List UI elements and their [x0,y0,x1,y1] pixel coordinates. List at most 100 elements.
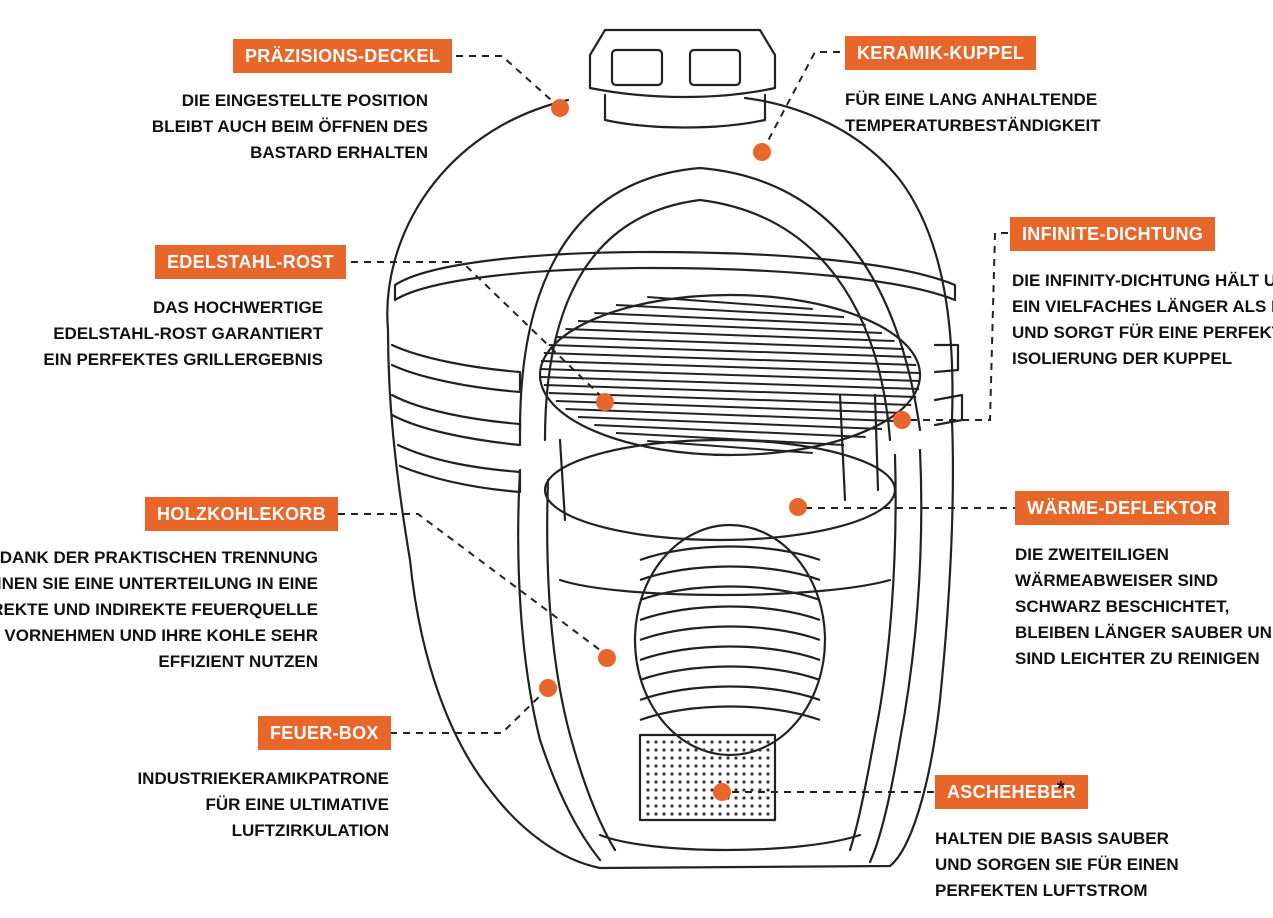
mesh-hole [726,748,730,752]
mesh-hole [654,756,658,760]
marker-praezisions-deckel [551,99,569,117]
mesh-hole [758,796,762,800]
grate-bar [577,416,883,430]
basket-bars [639,545,821,722]
grate-bar [615,432,845,446]
mesh-hole [718,804,722,808]
leader-praezisions-deckel [430,55,561,109]
mesh-hole [662,804,666,808]
mesh-hole [742,772,746,776]
mesh-hole [694,804,698,808]
body-cutaway-inner-left [546,478,617,852]
mesh-hole [678,812,682,816]
basket-bar [639,625,821,642]
mesh-hole [758,764,762,768]
mesh-hole [750,796,754,800]
grate-bar [594,424,866,438]
mesh-hole [718,740,722,744]
mesh-hole [758,804,762,808]
mesh-hole [678,804,682,808]
mesh-hole [718,748,722,752]
mesh-hole [686,772,690,776]
mesh-hole [646,804,650,808]
mesh-hole [742,796,746,800]
mesh-hole [686,780,690,784]
mesh-hole [726,764,730,768]
mesh-hole [662,780,666,784]
mesh-hole [646,780,650,784]
charcoal-basket [633,523,827,757]
mesh-hole [654,780,658,784]
mesh-hole [742,804,746,808]
mesh-hole [678,772,682,776]
mesh-hole [646,796,650,800]
leader-keramik-kuppel [761,51,840,153]
mesh-hole [742,740,746,744]
basket-bar [639,565,821,582]
grate-bar [539,368,921,382]
mesh-hole [758,756,762,760]
mesh-hole [702,756,706,760]
grate-bar [565,328,895,342]
mesh-hole [662,812,666,816]
mesh-hole [694,740,698,744]
mesh-hole [742,812,746,816]
mesh-hole [670,756,674,760]
mesh-hole [726,772,730,776]
mesh-hole [750,748,754,752]
mesh-hole [734,788,738,792]
mesh-hole [750,740,754,744]
grate-bar [548,344,912,358]
marker-holzkohlekorb [598,649,616,667]
mesh-hole [654,804,658,808]
grate-bar [577,320,883,334]
grate-bar [543,352,917,366]
mesh-hole [678,764,682,768]
mesh-hole [758,748,762,752]
mesh-hole [710,756,714,760]
marker-ascheheber [713,783,731,801]
desc-edelstahl-rost: DAS HOCHWERTIGE EDELSTAHL-ROST GARANTIER… [43,298,323,369]
fire-box [638,733,777,822]
mesh-hole [670,780,674,784]
desc-infinite-dichtung: DIE INFINITY-DICHTUNG HÄLT UM EIN VIELFA… [1012,271,1273,368]
label-keramik-kuppel: KERAMIK-KUPPEL [845,36,1037,70]
mesh-hole [678,740,682,744]
marker-keramik-kuppel [753,143,771,161]
mesh-hole [718,764,722,768]
label-edelstahl-rost: EDELSTAHL-ROST [155,245,346,279]
mesh-hole [734,804,738,808]
mesh-hole [694,812,698,816]
basket-bar [639,545,821,562]
desc-holzkohlekorb: DANK DER PRAKTISCHEN TRENNUNG KÖNNEN SIE… [0,548,318,671]
basket-bar [639,605,821,622]
mesh-hole [678,780,682,784]
top-vent-cap [588,28,777,99]
mesh-hole [686,764,690,768]
mesh-hole [734,796,738,800]
top-vent-window-left [610,48,664,87]
mesh-hole [766,764,770,768]
base-floor-inner [558,578,892,597]
mesh-hole [702,740,706,744]
label-waerme-deflektor: WÄRME-DEFLEKTOR [1015,491,1230,525]
mesh-hole [766,748,770,752]
dome-band [393,250,957,302]
mesh-hole [694,756,698,760]
mesh-hole [766,796,770,800]
mesh-hole [686,812,690,816]
mesh-hole [766,788,770,792]
grate-bars [539,296,921,454]
leader-infinite-dichtung [905,232,1008,421]
mesh-hole [646,748,650,752]
mesh-hole [678,756,682,760]
mesh-hole [662,796,666,800]
desc-praezisions-deckel: DIE EINGESTELLTE POSITION BLEIBT AUCH BE… [151,91,428,162]
mesh-hole [758,788,762,792]
mesh-hole [686,796,690,800]
mesh-hole [702,788,706,792]
mesh-hole [734,748,738,752]
mesh-hole [694,764,698,768]
mesh-hole [750,812,754,816]
mesh-hole [710,772,714,776]
